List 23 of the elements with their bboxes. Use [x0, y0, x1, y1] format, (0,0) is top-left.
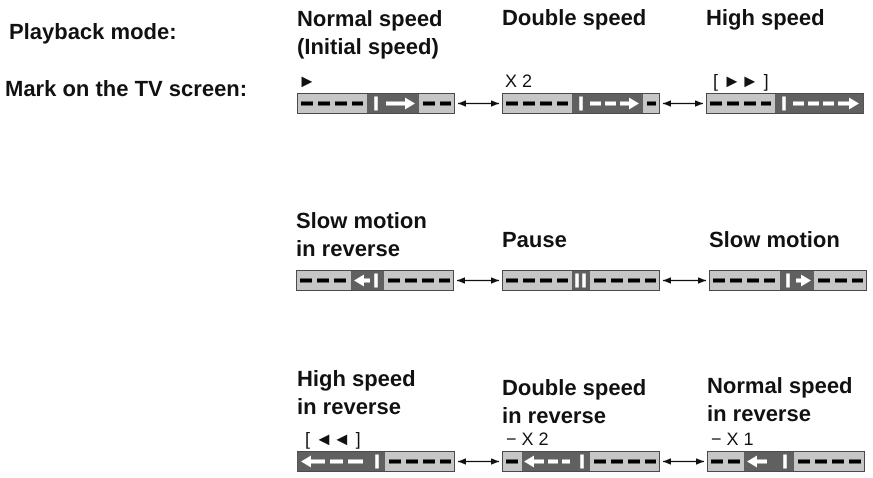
screen-mark: − X 1	[711, 430, 754, 448]
screen-mark: X 2	[505, 72, 532, 90]
double-arrow	[663, 458, 704, 465]
screen-mark: [ ►► ]	[713, 72, 769, 90]
mode-heading: Slow motion in reverse	[296, 207, 428, 263]
double-arrow	[663, 277, 706, 284]
screen-mark: − X 2	[506, 430, 549, 448]
double-arrow	[457, 277, 499, 284]
mode-heading: High speed	[706, 4, 825, 32]
mode-heading: Double speed	[502, 4, 646, 32]
mode-heading: Normal speed (Initial speed)	[297, 5, 444, 61]
double-arrow	[663, 100, 703, 107]
double-arrow	[458, 458, 499, 465]
mode-heading: Slow motion	[709, 226, 840, 254]
screen-mark: [ ◄◄ ]	[305, 430, 361, 448]
mode-heading: Pause	[502, 226, 567, 254]
double-arrow	[458, 100, 499, 107]
mode-heading: Normal speed in reverse	[707, 372, 854, 428]
row-label: Playback mode:	[9, 18, 177, 46]
mode-heading: High speed in reverse	[297, 365, 417, 421]
mode-heading: Double speed in reverse	[502, 374, 648, 430]
screen-mark: ►	[298, 72, 316, 90]
row-label: Mark on the TV screen:	[5, 75, 248, 103]
